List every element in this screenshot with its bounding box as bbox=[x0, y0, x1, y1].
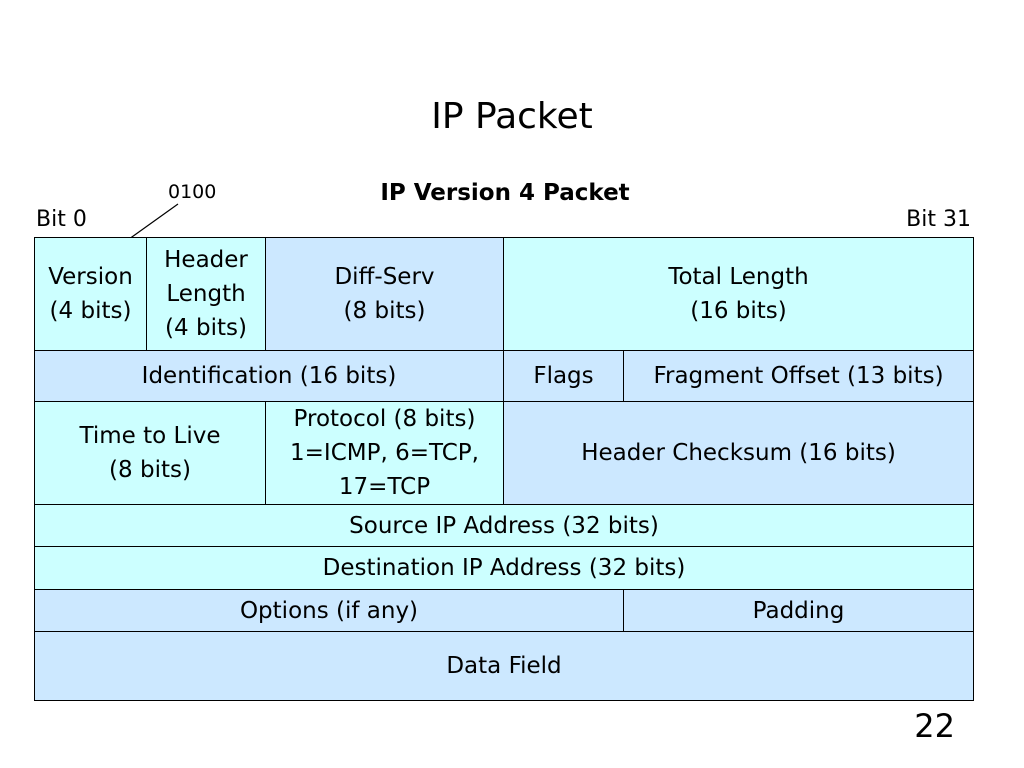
flags-field: Flags bbox=[503, 350, 624, 402]
protocol-field: Protocol (8 bits) 1=ICMP, 6=TCP, 17=TCP bbox=[265, 401, 504, 505]
header-row-1: Version (4 bits) Header Length (4 bits) … bbox=[34, 237, 975, 351]
diagram-subtitle: IP Version 4 Packet bbox=[380, 180, 630, 206]
slide-title: IP Packet bbox=[431, 96, 593, 137]
version-value-annotation: 0100 bbox=[168, 181, 217, 203]
padding-field: Padding bbox=[622, 589, 975, 632]
fragment-offset-field: Fragment Offset (13 bits) bbox=[622, 350, 975, 402]
bit-end-label: Bit 31 bbox=[906, 207, 971, 232]
time-to-live-field: Time to Live (8 bits) bbox=[34, 401, 266, 505]
bit-start-label: Bit 0 bbox=[36, 207, 87, 232]
header-length-field: Header Length (4 bits) bbox=[146, 237, 266, 351]
identification-field: Identification (16 bits) bbox=[34, 350, 504, 402]
total-length-field: Total Length (16 bits) bbox=[502, 237, 975, 351]
destination-ip-field: Destination IP Address (32 bits) bbox=[33, 546, 975, 590]
header-row-4: Source IP Address (32 bits) bbox=[33, 504, 975, 547]
header-row-6: Options (if any) Padding bbox=[34, 589, 975, 632]
page-number: 22 bbox=[914, 707, 955, 745]
data-row: Data Field bbox=[33, 631, 975, 701]
ipv4-header-diagram: Version (4 bits) Header Length (4 bits) … bbox=[33, 237, 975, 701]
diff-serv-field: Diff-Serv (8 bits) bbox=[265, 237, 504, 351]
options-field: Options (if any) bbox=[34, 589, 624, 632]
version-field: Version (4 bits) bbox=[34, 237, 147, 351]
header-checksum-field: Header Checksum (16 bits) bbox=[502, 401, 975, 505]
data-field: Data Field bbox=[33, 631, 975, 701]
header-row-3: Time to Live (8 bits) Protocol (8 bits) … bbox=[34, 401, 975, 505]
header-row-5: Destination IP Address (32 bits) bbox=[33, 546, 975, 590]
source-ip-field: Source IP Address (32 bits) bbox=[33, 504, 975, 547]
header-row-2: Identification (16 bits) Flags Fragment … bbox=[34, 350, 975, 402]
